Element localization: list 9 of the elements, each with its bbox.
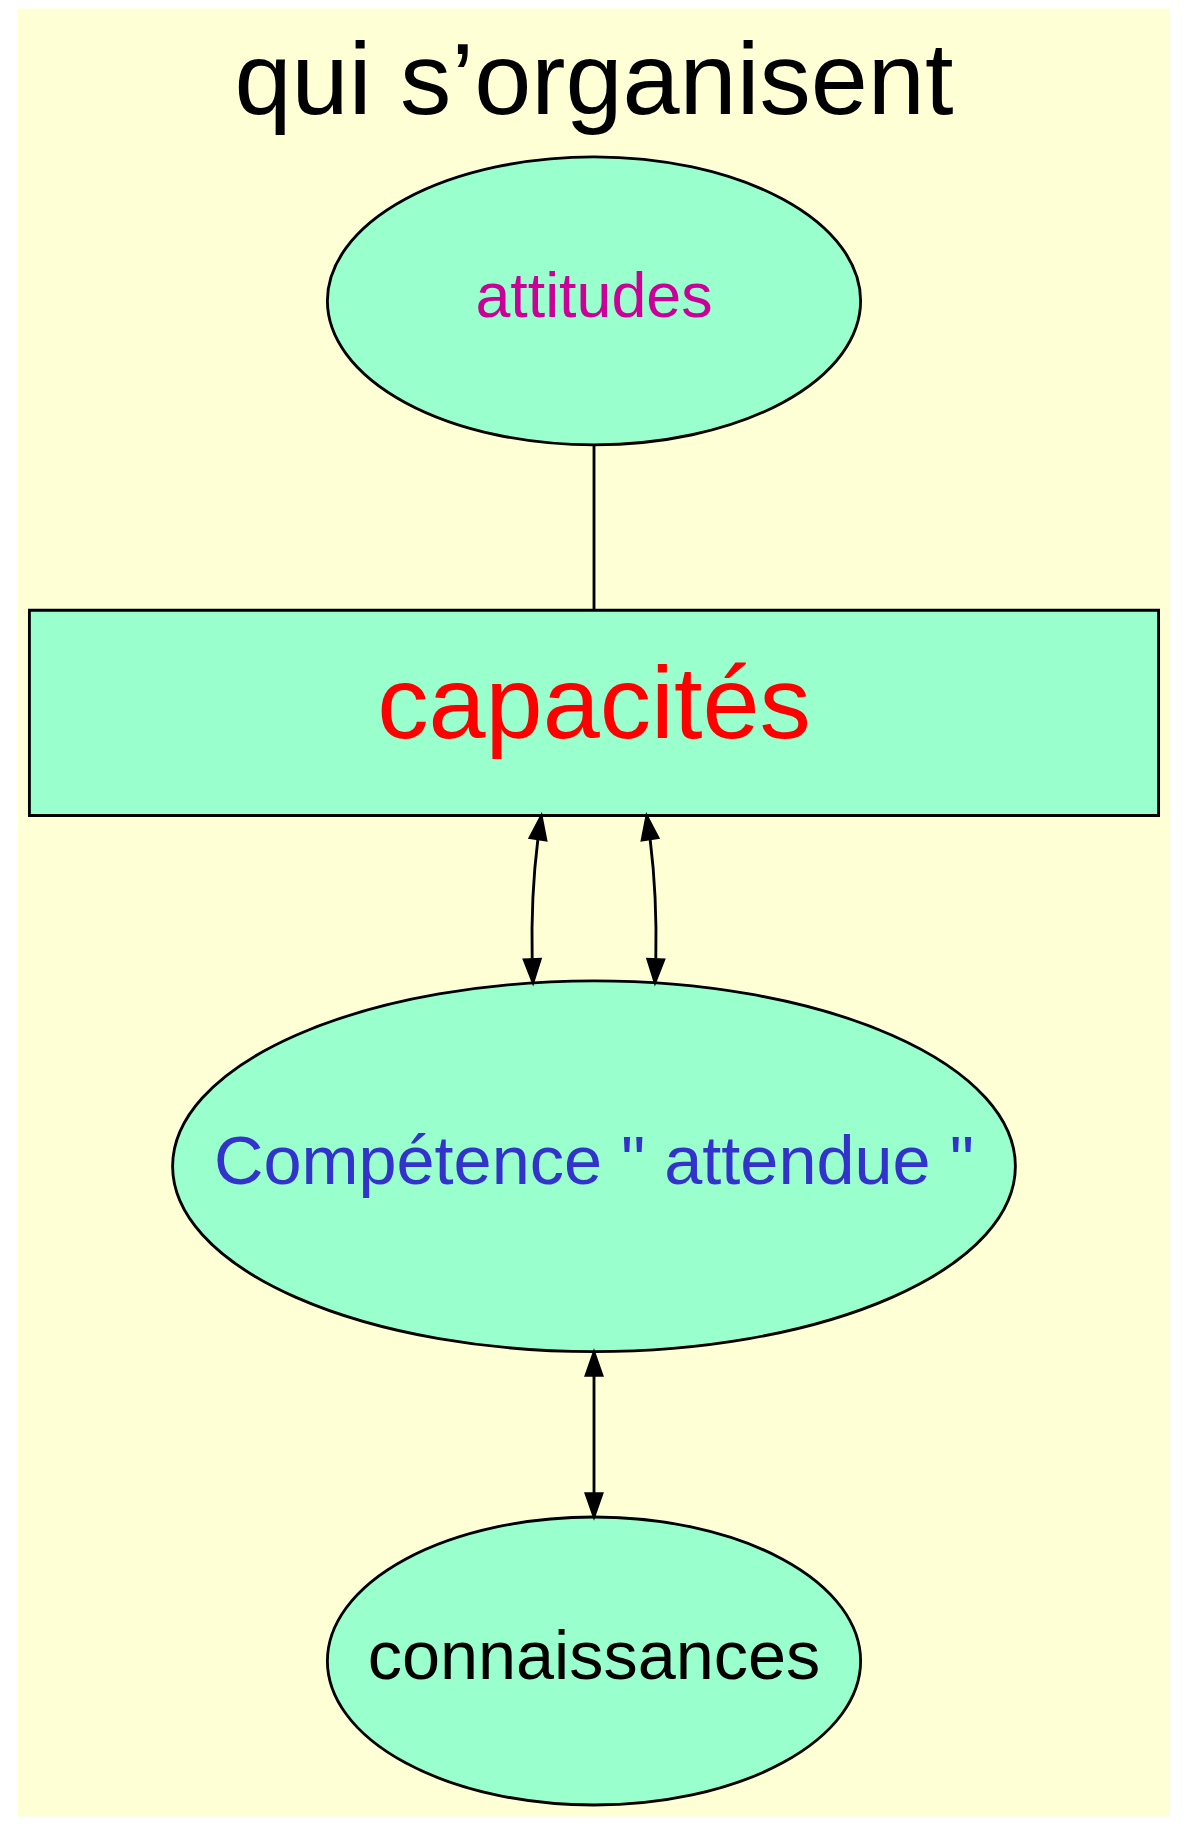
arrow: [584, 1348, 604, 1521]
diagram-title: qui s’organisent: [234, 20, 954, 136]
node-ellipse: Compétence " attendue ": [171, 979, 1017, 1354]
node-ellipse: connaissances: [325, 1515, 863, 1807]
node-box: capacités: [28, 608, 1160, 817]
node-ellipse: attitudes: [325, 155, 863, 447]
connector: [592, 445, 596, 610]
arrow: [522, 811, 548, 987]
arrow: [640, 811, 666, 987]
